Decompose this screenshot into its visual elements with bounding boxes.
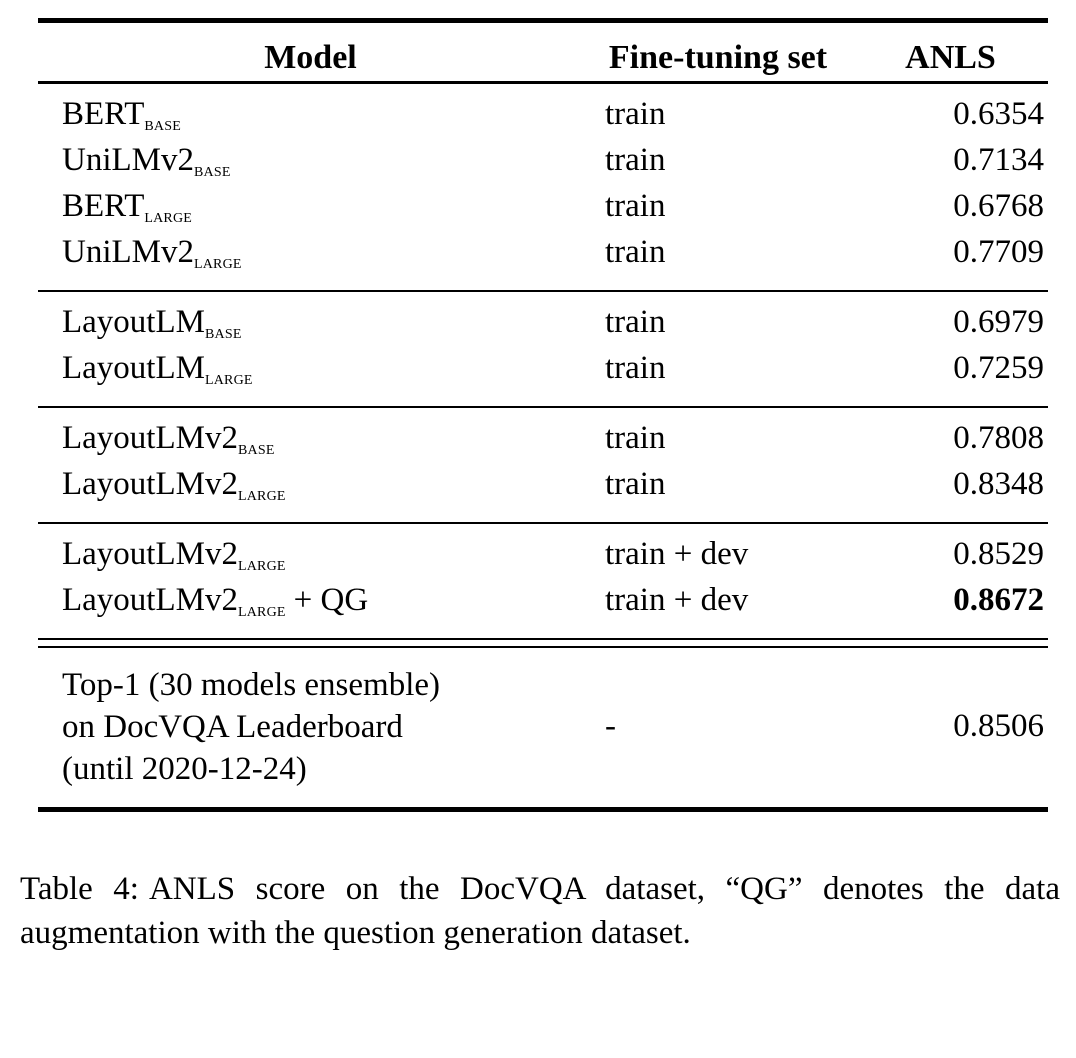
table-row: LayoutLMv2LARGE train 0.8348: [38, 466, 1048, 522]
bottom-rule: [38, 806, 1048, 812]
cell-model: BERTLARGE: [62, 188, 193, 228]
cell-anls-best: 0.8672: [953, 582, 1044, 618]
cell-model: LayoutLMBASE: [62, 304, 242, 344]
table-row: LayoutLMv2LARGE train + dev 0.8529: [38, 524, 1048, 582]
model-line-1: Top-1 (30 models ensemble): [62, 667, 441, 703]
double-separator-rule: [38, 638, 1048, 648]
caption-label: Table 4:: [20, 871, 139, 907]
cell-model: LayoutLMv2LARGE+ QG: [62, 582, 369, 622]
cell-model: UniLMv2LARGE: [62, 234, 242, 274]
cell-anls: 0.6979: [953, 304, 1044, 340]
table-row: BERTBASE train 0.6354: [38, 84, 1048, 142]
results-table-container: Model Fine-tuning set ANLS BERTBASE trai…: [38, 18, 1048, 812]
cell-model: LayoutLMv2LARGE: [62, 536, 286, 576]
bottom-rule-row: [38, 806, 1048, 812]
cell-anls: 0.7709: [953, 234, 1044, 270]
table-row: UniLMv2LARGE train 0.7709: [38, 234, 1048, 290]
cell-fine-tuning-set: train: [605, 350, 666, 386]
model-subscript: LARGE: [237, 483, 286, 506]
cell-fine-tuning-set: train: [605, 234, 666, 270]
table-row: LayoutLMv2LARGE+ QG train + dev 0.8672: [38, 582, 1048, 638]
cell-anls: 0.7808: [953, 420, 1044, 456]
group-separator-rule: [38, 522, 1048, 524]
cell-model-multiline: Top-1 (30 models ensemble) on DocVQA Lea…: [38, 648, 583, 807]
column-header-anls: ANLS: [905, 39, 996, 76]
model-subscript: LARGE: [204, 367, 253, 390]
cell-fine-tuning-set: train: [605, 420, 666, 456]
model-subscript: LARGE: [144, 205, 193, 228]
cell-fine-tuning-set: train: [605, 142, 666, 178]
model-subscript: BASE: [237, 437, 275, 460]
cell-fine-tuning-set: train: [605, 188, 666, 224]
cell-anls: 0.6354: [953, 96, 1044, 132]
table-row: BERTLARGE train 0.6768: [38, 188, 1048, 234]
table-row: LayoutLMBASE train 0.6979: [38, 292, 1048, 350]
header-rule: [38, 81, 1048, 84]
cell-anls: 0.6768: [953, 188, 1044, 224]
model-subscript: BASE: [194, 159, 231, 182]
model-subscript: LARGE: [194, 251, 242, 274]
cell-model: LayoutLMLARGE: [62, 350, 253, 390]
cell-anls: 0.7259: [953, 350, 1044, 386]
column-header-fine-tuning-set: Fine-tuning set: [608, 39, 828, 76]
cell-fine-tuning-set: train + dev: [605, 582, 749, 618]
table-row-leaderboard: Top-1 (30 models ensemble) on DocVQA Lea…: [38, 648, 1048, 807]
group-separator-rule: [38, 406, 1048, 408]
model-subscript: BASE: [204, 321, 242, 344]
cell-fine-tuning-set: train + dev: [605, 536, 749, 572]
cell-anls: 0.7134: [953, 142, 1044, 178]
model-line-2: on DocVQA Leaderboard: [62, 709, 403, 746]
column-header-model: Model: [264, 39, 357, 76]
cell-fine-tuning-set: train: [605, 96, 666, 132]
model-subscript: LARGE: [237, 599, 286, 622]
results-table: Model Fine-tuning set ANLS BERTBASE trai…: [38, 18, 1048, 812]
caption-text: ANLS score on the DocVQA dataset, “QG” d…: [20, 871, 1060, 951]
model-suffix: + QG: [293, 582, 369, 618]
cell-anls: 0.8506: [953, 708, 1044, 744]
cell-model: BERTBASE: [62, 96, 181, 136]
model-subscript: LARGE: [237, 553, 286, 576]
cell-anls: 0.8348: [953, 466, 1044, 502]
model-subscript: BASE: [144, 113, 181, 136]
table-row: LayoutLMLARGE train 0.7259: [38, 350, 1048, 406]
cell-model: LayoutLMv2BASE: [62, 420, 275, 460]
cell-model: LayoutLMv2LARGE: [62, 466, 286, 506]
group-separator-rule: [38, 290, 1048, 292]
table-body: BERTBASE train 0.6354 UniLMv2BASE train …: [38, 84, 1048, 812]
rule-header-row: [38, 81, 1048, 84]
header-row: Model Fine-tuning set ANLS: [38, 23, 1048, 81]
cell-model: UniLMv2BASE: [62, 142, 231, 182]
top-rule: [38, 18, 1048, 23]
table-row: UniLMv2BASE train 0.7134: [38, 142, 1048, 188]
cell-fine-tuning-set: train: [605, 304, 666, 340]
table-header: Model Fine-tuning set ANLS: [38, 18, 1048, 84]
table-row: LayoutLMv2BASE train 0.7808: [38, 408, 1048, 466]
table-caption: Table 4:ANLS score on the DocVQA dataset…: [20, 868, 1060, 955]
model-line-3: (until 2020-12-24): [62, 751, 307, 788]
rule-top-row: [38, 18, 1048, 23]
cell-fine-tuning-set: train: [605, 466, 666, 502]
cell-anls: 0.8529: [953, 536, 1044, 572]
cell-fine-tuning-set: -: [605, 708, 616, 744]
